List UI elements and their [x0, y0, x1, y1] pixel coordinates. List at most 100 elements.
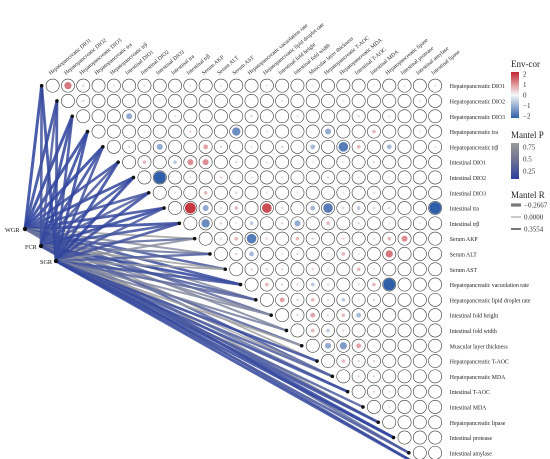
edge-endpoint: [162, 206, 166, 210]
heatmap-cell: [275, 124, 290, 139]
row-label: Serum AKP: [450, 237, 478, 243]
heatmap-cell: [290, 323, 305, 338]
heatmap-cell: [152, 78, 167, 93]
correlation-dot: [296, 283, 299, 286]
heatmap-cell: [412, 338, 427, 353]
heatmap-cell: [137, 94, 152, 108]
source-node: [22, 226, 28, 232]
edge-endpoint: [361, 405, 365, 409]
correlation-dot: [342, 237, 345, 240]
heatmap-cell: [428, 262, 443, 277]
heatmap-cell: [428, 124, 443, 139]
legend-env-cor-title: Env-cor: [511, 59, 540, 69]
correlation-dot: [341, 252, 346, 256]
mantel-edge: [54, 146, 105, 262]
row-label: Intestinal protease: [450, 436, 493, 442]
row-label: Hepatopancreatic lipase: [450, 421, 506, 427]
heatmap-cell: [382, 185, 397, 200]
mantel-edges: [22, 83, 411, 459]
correlation-dot: [265, 282, 269, 287]
mantel-p-tick: 0.5: [523, 156, 532, 164]
correlation-dot: [356, 343, 362, 349]
heatmap-cell: [397, 170, 412, 185]
edge-endpoint: [330, 374, 335, 379]
heatmap-cell: [122, 155, 137, 170]
correlation-dot: [326, 328, 330, 333]
mantel-edge: [39, 85, 43, 247]
heatmap-cell: [397, 216, 412, 231]
heatmap-cell: [397, 277, 412, 292]
correlation-dot: [388, 222, 391, 225]
correlation-dot: [246, 233, 257, 244]
correlation-dot: [342, 191, 345, 194]
correlation-dot: [265, 191, 269, 194]
correlation-dot: [204, 99, 207, 103]
heatmap-cell: [397, 139, 412, 154]
correlation-dot: [201, 219, 210, 228]
correlation-dot: [143, 84, 146, 87]
heatmap-cell: [412, 185, 427, 200]
correlation-dot: [250, 145, 253, 149]
heatmap-cell: [428, 338, 443, 353]
correlation-dot: [280, 283, 284, 286]
heatmap-cell: [106, 109, 121, 124]
heatmap-cell: [351, 94, 366, 108]
heatmap-cell: [367, 308, 381, 323]
heatmap-cell: [397, 338, 412, 353]
correlation-dot: [342, 329, 345, 332]
correlation-dot: [326, 176, 330, 179]
correlation-dot: [433, 84, 437, 87]
heatmap-cell: [336, 216, 351, 231]
heatmap-cell: [397, 292, 412, 307]
heatmap-cell: [428, 231, 443, 246]
heatmap-cell: [214, 124, 228, 139]
correlation-dot: [158, 99, 161, 103]
row-label: Intestinal tra: [450, 207, 480, 213]
heatmap-cell: [367, 170, 381, 185]
heatmap-cell: [305, 124, 320, 139]
heatmap-cell: [137, 170, 152, 185]
heatmap-cell: [290, 170, 305, 185]
heatmap-cell: [428, 323, 443, 338]
row-label: Intestinal T-AOC: [450, 390, 490, 396]
correlation-dot: [403, 84, 406, 87]
mantel-edge: [55, 260, 303, 347]
correlation-dot: [357, 176, 360, 179]
heatmap-cell: [214, 109, 228, 124]
edge-endpoint: [85, 129, 90, 134]
correlation-dot: [219, 176, 223, 179]
heatmap-cell: [382, 78, 397, 93]
heatmap-cell: [198, 231, 213, 246]
heatmap-cell: [351, 78, 366, 93]
heatmap-cell: [336, 78, 351, 93]
heatmap-cell: [137, 139, 152, 154]
mantel-p-tick: 0.75: [523, 144, 536, 152]
heatmap-cell: [259, 109, 274, 124]
correlation-dot: [265, 130, 269, 133]
heatmap-cell: [336, 369, 351, 384]
correlation-dot: [250, 176, 253, 179]
heatmap-cell: [76, 109, 91, 124]
heatmap-cell: [275, 185, 290, 200]
correlation-dot: [341, 313, 346, 317]
heatmap-cell: [259, 216, 274, 231]
row-label: Hepatopancreatic MDA: [450, 375, 506, 381]
mantel-r-tick: −0.2667: [524, 202, 548, 210]
edge-endpoint: [116, 160, 120, 164]
correlation-dot: [143, 130, 146, 133]
heatmap-cell: [244, 78, 259, 93]
correlation-dot: [265, 84, 269, 87]
heatmap-cell: [305, 109, 320, 124]
correlation-dot: [280, 176, 284, 179]
mantel-edge: [55, 222, 180, 263]
heatmap-cell: [214, 94, 228, 108]
heatmap-cell: [229, 94, 244, 108]
heatmap-cell: [259, 170, 274, 185]
correlation-dot: [341, 359, 346, 363]
edge-endpoint: [223, 267, 228, 272]
heatmap-cell: [397, 124, 412, 139]
heatmap-cell: [412, 231, 427, 246]
legend-mantel-r-title: Mantel R: [511, 190, 545, 200]
heatmap-cell: [106, 139, 121, 154]
